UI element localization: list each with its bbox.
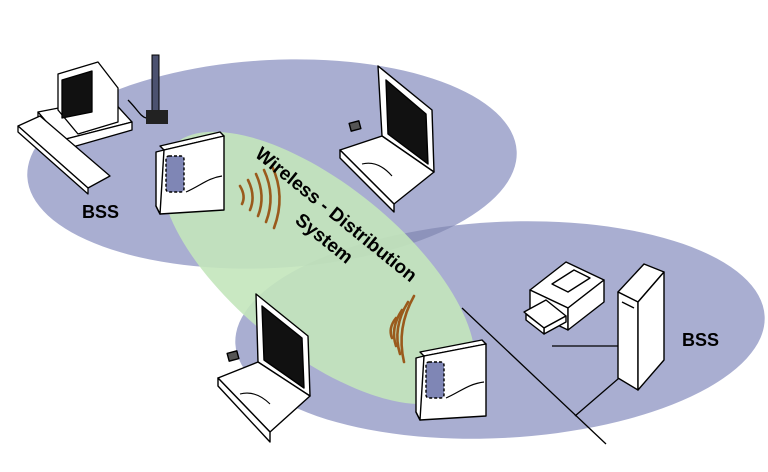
laptop-icon-top bbox=[339, 65, 435, 213]
printer-icon bbox=[523, 261, 605, 335]
wireless-waves-icon-top bbox=[238, 164, 281, 230]
desktop-computer-icon bbox=[17, 61, 133, 195]
antenna-icon bbox=[127, 54, 168, 124]
access-point-icon-left bbox=[155, 131, 225, 215]
bss-label-right: BSS bbox=[682, 330, 719, 350]
access-point-icon-right bbox=[415, 339, 487, 421]
laptop-icon-bottom bbox=[217, 293, 311, 443]
bss-label-left: BSS bbox=[82, 202, 119, 222]
server-tower-icon bbox=[617, 263, 665, 391]
wireless-waves-icon-bottom bbox=[389, 294, 416, 364]
